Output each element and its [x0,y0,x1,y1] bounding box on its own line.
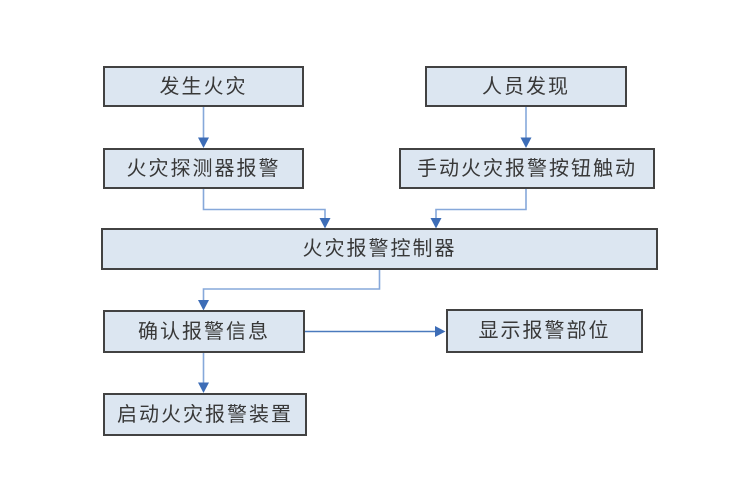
arrowhead-display-alarm-location [435,326,446,337]
node-confirm-alarm-info: 确认报警信息 [103,310,305,353]
node-activate-alarm-devices: 启动火灾报警装置 [103,393,307,436]
arrowhead-manual-call-point [520,137,532,148]
node-detector-alarm: 火灾探测器报警 [103,148,304,189]
connector-detector-alarm-to-alarm-controller [202,189,326,219]
node-alarm-controller: 火灾报警控制器 [101,228,658,270]
node-personnel-discovery: 人员发现 [425,66,627,107]
node-confirm-alarm-info-label: 确认报警信息 [138,320,270,343]
arrowhead-detector-alarm [198,137,209,148]
node-display-alarm-location: 显示报警部位 [446,309,643,353]
node-display-alarm-location-label: 显示报警部位 [478,320,611,342]
node-activate-alarm-devices-label: 启动火灾报警装置 [117,403,293,426]
node-manual-call-point-label: 手动火灾报警按钮触动 [417,157,637,180]
connector-manual-call-point-to-alarm-controller [435,189,527,219]
arrowhead-alarm-controller-left [319,218,331,229]
connector-alarm-controller-to-confirm-alarm-info [202,270,381,300]
node-fire-occurs-label: 发生火灾 [159,75,248,98]
arrowhead-confirm-alarm-info [198,300,209,311]
node-personnel-discovery-label: 人员发现 [482,75,570,98]
node-fire-occurs: 发生火灾 [103,66,304,107]
node-alarm-controller-label: 火灾报警控制器 [302,238,457,260]
node-detector-alarm-label: 火灾探测器报警 [126,157,281,180]
arrowhead-activate-alarm-devices [198,382,209,393]
arrowhead-alarm-controller-right [430,218,442,229]
node-manual-call-point: 手动火灾报警按钮触动 [399,148,655,189]
